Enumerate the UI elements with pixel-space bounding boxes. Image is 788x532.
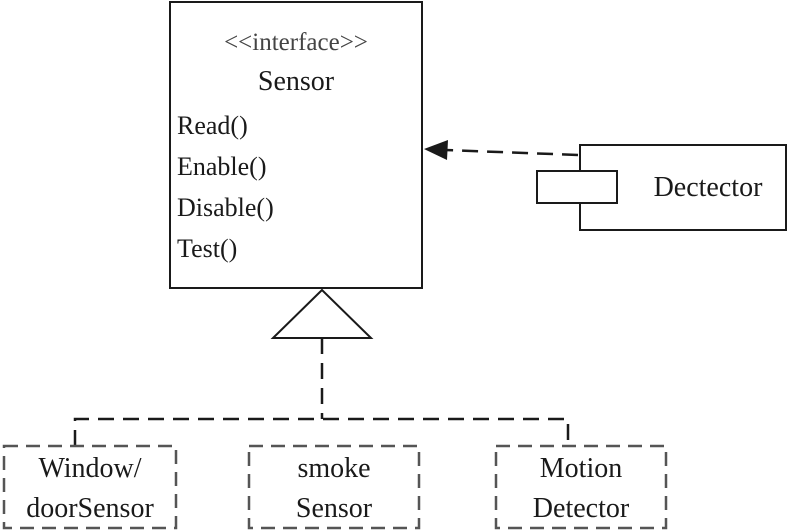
realization-connectors xyxy=(73,338,570,446)
method-enable: Enable() xyxy=(177,152,267,181)
interface-stereotype: <<interface>> xyxy=(224,29,368,56)
dependency-arrow xyxy=(424,140,579,160)
method-disable: Disable() xyxy=(177,193,274,222)
impl-motion-detector[interactable]: Motion Detector xyxy=(494,444,668,530)
detector-component[interactable]: Dectector xyxy=(536,144,787,231)
impl-label-line1: Motion xyxy=(540,453,622,484)
impl-smoke-sensor[interactable]: smoke Sensor xyxy=(247,444,421,530)
dependency-arrowhead xyxy=(424,140,448,160)
realization-branches xyxy=(73,417,570,446)
realization-triangle xyxy=(270,288,374,339)
impl-label-line1: Window/ xyxy=(38,453,141,484)
method-read: Read() xyxy=(177,111,248,140)
interface-name: Sensor xyxy=(258,66,335,97)
impl-label-line2: doorSensor xyxy=(26,493,154,524)
component-tab-icon xyxy=(536,170,618,204)
component-name: Dectector xyxy=(654,172,763,203)
impl-box xyxy=(247,444,421,530)
impl-label-line1: smoke xyxy=(297,453,370,484)
method-test: Test() xyxy=(177,234,237,263)
impl-window-door-sensor[interactable]: Window/ doorSensor xyxy=(2,444,178,530)
impl-box xyxy=(494,444,668,530)
impl-label-line2: Detector xyxy=(533,493,630,524)
sensor-interface[interactable]: <<interface>> Sensor Read() Enable() Dis… xyxy=(169,1,423,289)
sensor-interface-box xyxy=(169,1,423,289)
dependency-line xyxy=(444,148,579,157)
impl-box xyxy=(2,444,178,530)
impl-label-line2: Sensor xyxy=(296,493,373,524)
